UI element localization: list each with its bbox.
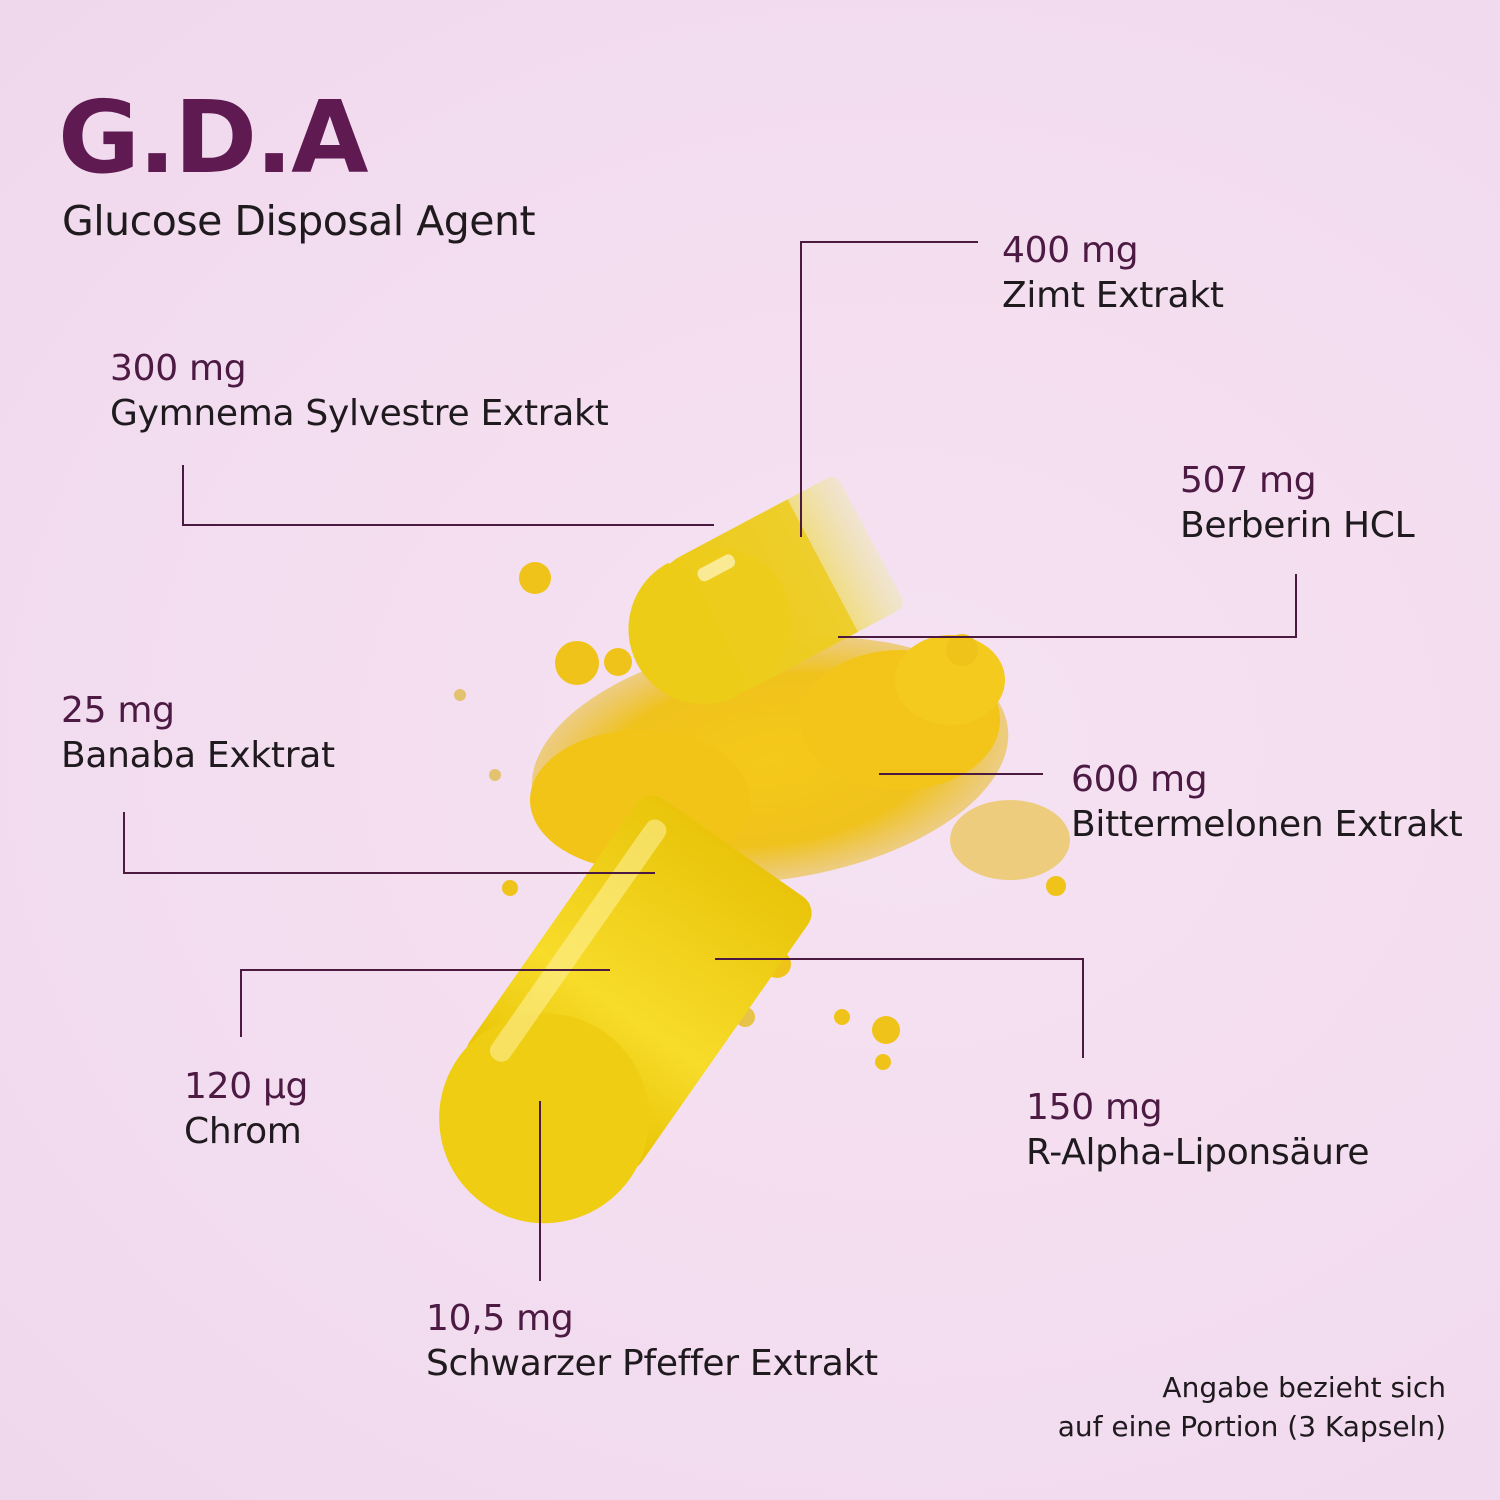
ingredient-amount: 507 mg [1180,460,1317,501]
ingredient-name: Gymnema Sylvestre Extrakt [110,393,609,434]
leader-line-alpha-liponsaeure [1082,958,1084,1058]
leader-line-zimt [800,241,978,243]
leader-line-berberin [838,636,1297,638]
leader-line-bittermelone [879,773,1043,775]
serving-footnote: Angabe bezieht sich auf eine Portion (3 … [1058,1368,1446,1446]
leader-line-banaba [123,812,125,874]
ingredient-label: 300 mg Gymnema Sylvestre Extrakt [110,346,609,436]
leader-line-chrom [240,969,242,1037]
ingredient-amount: 600 mg [1071,759,1208,800]
ingredient-name: Chrom [184,1111,302,1152]
leader-line-pfeffer [539,1101,541,1281]
leader-line-banaba [123,872,655,874]
ingredient-amount: 10,5 mg [426,1298,574,1339]
footnote-line-1: Angabe bezieht sich [1162,1371,1446,1404]
ingredient-label: 10,5 mg Schwarzer Pfeffer Extrakt [426,1296,878,1386]
capsule-top-half [628,477,903,705]
ingredient-name: Berberin HCL [1180,505,1415,546]
ingredient-label: 600 mg Bittermelonen Extrakt [1071,757,1463,847]
capsule-bottom-half [439,795,812,1224]
leader-line-chrom [240,969,610,971]
ingredient-label: 400 mg Zimt Extrakt [1002,228,1224,318]
leader-line-zimt [800,241,802,537]
ingredient-label: 120 µg Chrom [184,1064,308,1154]
ingredient-amount: 120 µg [184,1066,309,1107]
ingredient-label: 150 mg R-Alpha-Liponsäure [1026,1085,1370,1175]
ingredient-name: Schwarzer Pfeffer Extrakt [426,1343,878,1384]
product-title: G.D.A [58,79,368,196]
ingredient-amount: 150 mg [1026,1087,1163,1128]
leader-line-gymnema [182,524,714,526]
ingredient-name: Bittermelonen Extrakt [1071,804,1463,845]
ingredient-name: R-Alpha-Liponsäure [1026,1132,1370,1173]
footnote-line-2: auf eine Portion (3 Kapseln) [1057,1410,1446,1443]
leader-line-gymnema [182,465,184,525]
ingredient-amount: 400 mg [1002,230,1139,271]
product-subtitle: Glucose Disposal Agent [62,197,536,245]
ingredient-name: Banaba Exktrat [61,735,335,776]
leader-line-berberin [1295,574,1297,638]
ingredient-amount: 300 mg [110,348,247,389]
ingredient-label: 507 mg Berberin HCL [1180,458,1415,548]
ingredient-name: Zimt Extrakt [1002,275,1224,316]
ingredient-label: 25 mg Banaba Exktrat [61,688,335,778]
ingredient-amount: 25 mg [61,690,175,731]
leader-line-alpha-liponsaeure [715,958,1084,960]
